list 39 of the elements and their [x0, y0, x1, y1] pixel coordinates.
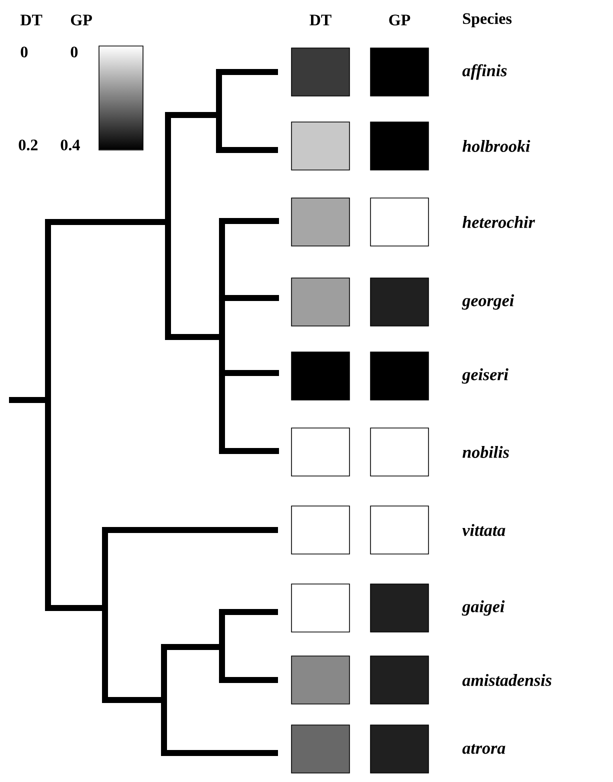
heatmap-square — [370, 506, 429, 554]
scale-value: 0 — [20, 46, 28, 58]
heatmap-square — [291, 656, 350, 704]
heatmap-square — [291, 428, 350, 476]
heatmap-square — [370, 584, 429, 632]
scale-value: 0.2 — [18, 140, 38, 150]
column-header: Species — [463, 12, 512, 28]
species-name: amistadensis — [462, 674, 552, 686]
heatmap-square — [370, 198, 429, 246]
heatmap-square — [370, 122, 429, 170]
heatmap-square — [370, 278, 429, 326]
heatmap-square — [291, 724, 350, 774]
heatmap-square — [291, 352, 350, 400]
scale-value: 0.4 — [60, 140, 80, 150]
species-name: affinis — [462, 64, 507, 80]
species-name: holbrooki — [462, 140, 530, 152]
heatmap-square — [291, 198, 350, 246]
column-header: DT — [20, 14, 42, 26]
species-name: atrora — [462, 744, 506, 754]
heatmap-square — [370, 656, 429, 704]
heatmap-square — [291, 278, 350, 326]
heatmap-square — [370, 724, 429, 774]
heatmap-square — [370, 428, 429, 476]
species-name: geiseri — [462, 368, 508, 384]
column-header: GP — [70, 14, 92, 26]
heatmap-square — [370, 352, 429, 400]
scale-value: 0 — [70, 46, 78, 58]
heatmap-square — [291, 48, 350, 96]
species-name: heterochir — [462, 216, 536, 228]
heatmap-square — [291, 122, 350, 170]
heatmap-square — [291, 584, 350, 632]
heatmap-square — [291, 506, 350, 554]
column-header: GP — [389, 14, 410, 26]
species-name: gaigei — [462, 600, 505, 616]
column-header: DT — [310, 14, 332, 26]
species-name: georgei — [462, 294, 514, 310]
heatmap-square — [370, 48, 429, 96]
species-name: nobilis — [462, 446, 509, 458]
species-name: vittata — [462, 524, 506, 536]
